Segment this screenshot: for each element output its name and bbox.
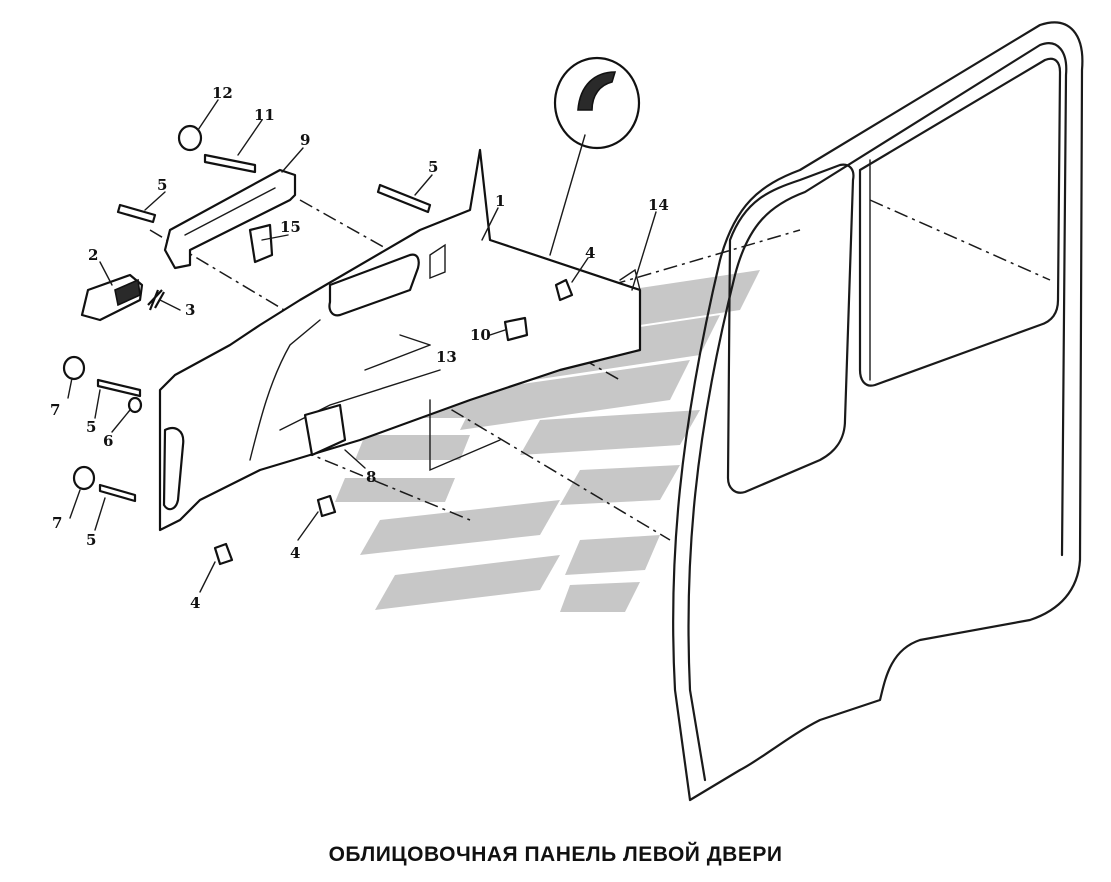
callout-4-center: 4 xyxy=(290,544,300,562)
callout-15: 15 xyxy=(280,218,301,236)
callout-5-mid: 5 xyxy=(86,418,96,436)
callout-5-top-left: 5 xyxy=(157,176,167,194)
part-12-cap xyxy=(177,124,203,152)
callout-4-right: 4 xyxy=(585,244,595,262)
callout-3: 3 xyxy=(185,301,195,319)
detail-inset xyxy=(549,56,641,256)
part-11-screw xyxy=(203,153,257,174)
part-5-screw-low xyxy=(98,483,137,503)
part-4-clip-bottom xyxy=(213,542,234,566)
part-4-clip-right xyxy=(554,278,574,302)
part-7-cap-lower xyxy=(72,465,96,491)
callout-1: 1 xyxy=(495,192,505,210)
part-8-plug xyxy=(303,403,347,457)
part-7-cap-upper xyxy=(62,355,86,381)
callout-6: 6 xyxy=(103,432,113,450)
door-frame xyxy=(672,21,1084,802)
callout-2: 2 xyxy=(88,246,98,264)
part-4-clip-center xyxy=(316,494,337,518)
callout-10: 10 xyxy=(470,326,491,344)
part-3-spring xyxy=(147,289,165,311)
callout-12: 12 xyxy=(212,84,233,102)
callout-5-top: 5 xyxy=(428,158,438,176)
callout-11: 11 xyxy=(254,106,275,124)
part-15-clip xyxy=(248,223,274,264)
part-2-handle xyxy=(80,273,144,322)
part-5-screw-left xyxy=(116,203,157,224)
callout-7-lower: 7 xyxy=(52,514,62,532)
callout-8: 8 xyxy=(366,468,376,486)
armrest-bracket xyxy=(163,168,297,270)
part-6-washer xyxy=(127,396,143,414)
part-5-screw-mid xyxy=(96,378,142,398)
callout-14: 14 xyxy=(648,196,669,214)
part-5-screw-top xyxy=(376,183,432,214)
callout-labels: 12 11 9 5 5 1 14 15 4 2 3 10 13 7 5 6 8 … xyxy=(50,84,669,612)
part-10-plug xyxy=(503,316,529,342)
diagram-caption: ОБЛИЦОВОЧНАЯ ПАНЕЛЬ ЛЕВОЙ ДВЕРИ xyxy=(328,843,783,866)
callout-5-low: 5 xyxy=(86,531,96,549)
callout-7-upper: 7 xyxy=(50,401,60,419)
trim-panel xyxy=(158,148,642,532)
callout-4-bottom: 4 xyxy=(190,594,200,612)
callout-13: 13 xyxy=(436,348,457,366)
callout-9: 9 xyxy=(300,131,310,149)
leader-lines xyxy=(67,99,657,593)
